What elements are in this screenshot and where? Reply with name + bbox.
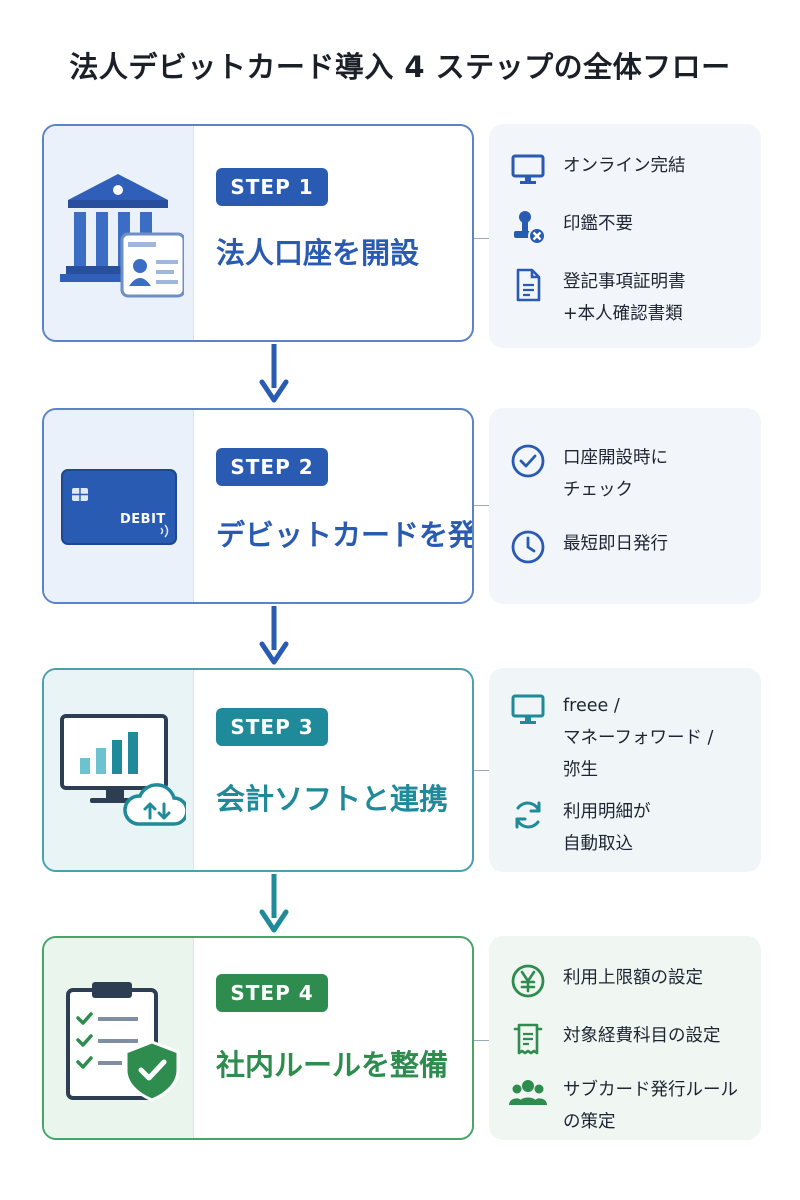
feature-auto-import: 利用明細が 自動取込: [509, 796, 651, 860]
step-4-features: 利用上限額の設定 対象経費科目の設定 サブカード発行ルール の策定: [489, 936, 761, 1140]
step-1-icon-pane: [44, 126, 194, 340]
step-2-title: デビットカードを発行: [216, 518, 472, 552]
feature-subcard-rules: サブカード発行ルール の策定: [509, 1074, 738, 1138]
debit-card-icon: [61, 469, 177, 545]
step-2-badge: STEP 2: [216, 448, 328, 486]
step-3-connector: [474, 770, 489, 771]
feature-usage-limit: 利用上限額の設定: [509, 962, 703, 1000]
check-circle-icon: [511, 444, 545, 478]
step-2-connector: [474, 505, 489, 506]
sync-icon: [515, 801, 541, 829]
step-3-icon-pane: [44, 670, 194, 870]
step-3-title: 会計ソフトと連携: [216, 782, 449, 816]
step-1-badge: STEP 1: [216, 168, 328, 206]
step-2-icon-pane: DEBIT: [44, 410, 194, 602]
monitor-icon: [511, 154, 545, 184]
monitor-icon: [511, 694, 545, 724]
seal-off-icon: [514, 211, 546, 245]
yen-circle-icon: [511, 964, 545, 998]
document-icon: [516, 268, 541, 302]
step-3-card: STEP 3 会計ソフトと連携: [42, 668, 474, 872]
arrow-down-icon: [259, 874, 289, 933]
step-1-features: オンライン完結 印鑑不要 登記事項証明書 +本人確認書類: [489, 124, 761, 348]
step-4-connector: [474, 1040, 489, 1041]
step-4-title: 社内ルールを整備: [216, 1048, 449, 1082]
bank-icon: [60, 174, 184, 298]
accounting-sync-icon: [60, 714, 186, 826]
feature-documents: 登記事項証明書 +本人確認書類: [509, 266, 686, 330]
feature-accounting-software: freee / マネーフォワード / 弥生: [509, 690, 713, 786]
card-label: DEBIT: [120, 512, 166, 527]
page-title: 法人デビットカード導入 4 ステップの全体フロー: [69, 50, 731, 84]
step-3-badge: STEP 3: [216, 708, 328, 746]
feature-online: オンライン完結: [509, 150, 686, 188]
step-4-icon-pane: [44, 938, 194, 1138]
users-icon: [509, 1080, 547, 1105]
step-1-title: 法人口座を開設: [216, 236, 420, 270]
receipt-icon: [513, 1023, 543, 1055]
clock-icon: [511, 530, 545, 564]
feature-check-on-open: 口座開設時に チェック: [509, 442, 668, 506]
feature-expense-accounts: 対象経費科目の設定: [509, 1020, 721, 1058]
step-2-features: 口座開設時に チェック 最短即日発行: [489, 408, 761, 604]
arrow-down-icon: [259, 344, 289, 403]
feature-no-seal: 印鑑不要: [509, 208, 633, 246]
checklist-shield-icon: [66, 982, 180, 1102]
step-4-badge: STEP 4: [216, 974, 328, 1012]
step-3-features: freee / マネーフォワード / 弥生 利用明細が 自動取込: [489, 668, 761, 872]
feature-same-day: 最短即日発行: [509, 528, 668, 566]
arrow-down-icon: [259, 606, 289, 665]
step-4-card: STEP 4 社内ルールを整備: [42, 936, 474, 1140]
step-1-card: STEP 1 法人口座を開設: [42, 124, 474, 342]
step-1-connector: [474, 238, 489, 239]
step-2-card: DEBIT STEP 2 デビットカードを発行: [42, 408, 474, 604]
